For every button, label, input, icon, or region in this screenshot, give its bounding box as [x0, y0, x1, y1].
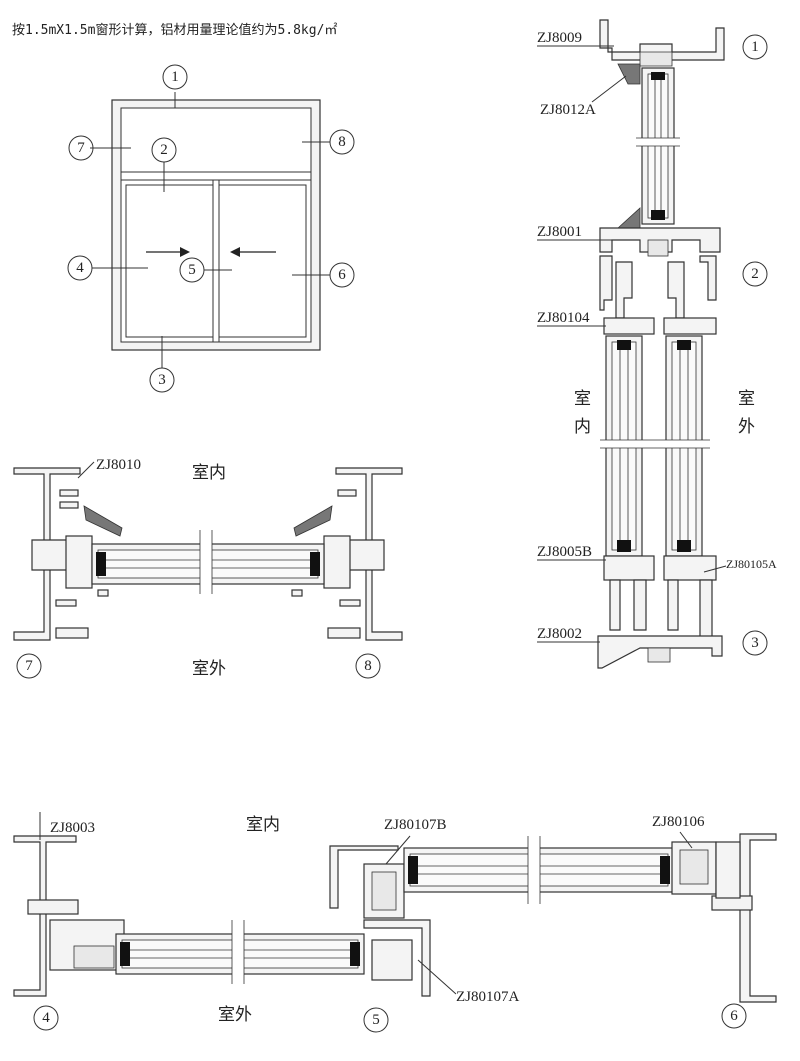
horizontal-section: ZJ8003 室内 室外 ZJ80107B ZJ80106 ZJ80107A 4…: [13, 812, 777, 1033]
seal-bottom: [651, 210, 665, 220]
callout-2: 2: [151, 137, 177, 163]
svg-text:1: 1: [751, 39, 759, 55]
label-zj80107a: ZJ80107A: [456, 989, 520, 1005]
side-inside-label: 室内: [192, 463, 226, 482]
meeting-stile-zj80107b: [329, 845, 399, 909]
label-zj8012a: ZJ8012A: [540, 102, 596, 118]
bottom-rail-zj8005b: [603, 555, 655, 581]
arrow-left-icon: [230, 247, 276, 257]
svg-text:5: 5: [188, 262, 196, 278]
svg-text:7: 7: [77, 140, 85, 156]
sill-zj8002: [597, 635, 723, 669]
jamb-zj8003: [13, 835, 77, 997]
inside-label-1: 室: [574, 389, 591, 408]
arrow-right-icon: [146, 247, 190, 257]
callout-3: 3: [149, 367, 175, 393]
side-outside-label: 室外: [192, 659, 226, 678]
bottom-rail-zj80105a: [663, 555, 717, 581]
vertical-section: ZJ8009 ZJ8012A ZJ8001 ZJ80104 ZJ8005B ZJ…: [537, 19, 777, 669]
callout-v1: 1: [742, 34, 768, 60]
label-zj80107b: ZJ80107B: [384, 817, 447, 833]
label-zj8005b: ZJ8005B: [537, 544, 592, 560]
h-outside-label: 室外: [218, 1005, 252, 1024]
seal-top: [651, 72, 665, 80]
meeting-stile-zj80107a: [363, 919, 431, 997]
callout-h5: 5: [363, 1007, 389, 1033]
sash-rail-zj80104: [603, 317, 655, 335]
callout-8: 8: [329, 129, 355, 155]
label-zj80104: ZJ80104: [537, 310, 590, 326]
svg-text:8: 8: [338, 134, 346, 150]
callout-4: 4: [67, 255, 93, 281]
svg-text:3: 3: [158, 372, 166, 388]
label-zj8001: ZJ8001: [537, 224, 582, 240]
callout-h6: 6: [721, 1003, 747, 1029]
callout-s8: 8: [355, 653, 381, 679]
inner-frame: [120, 107, 312, 343]
svg-text:3: 3: [751, 635, 759, 651]
svg-text:1: 1: [171, 69, 179, 85]
svg-text:4: 4: [76, 260, 84, 276]
svg-text:4: 4: [42, 1010, 50, 1026]
label-zj80106: ZJ80106: [652, 814, 705, 830]
h-inside-label: 室内: [246, 815, 280, 834]
side-section: ZJ8010 室内 室外 7 8: [13, 457, 403, 679]
right-bead: [293, 505, 333, 537]
svg-text:6: 6: [730, 1008, 738, 1024]
svg-text:7: 7: [25, 658, 33, 674]
callout-7: 7: [68, 135, 94, 161]
callout-1: 1: [162, 64, 188, 90]
svg-text:8: 8: [364, 658, 372, 674]
label-zj80105a: ZJ80105A: [726, 557, 777, 571]
inside-label-2: 内: [574, 417, 591, 436]
label-zj8002: ZJ8002: [537, 626, 582, 642]
svg-text:2: 2: [751, 266, 759, 282]
callout-6: 6: [329, 262, 355, 288]
label-zj8009: ZJ8009: [537, 30, 582, 46]
label-zj8003: ZJ8003: [50, 820, 95, 836]
callout-s7: 7: [16, 653, 42, 679]
svg-text:2: 2: [160, 142, 168, 158]
svg-text:5: 5: [372, 1012, 380, 1028]
header-note: 按1.5mX1.5m窗形计算，铝材用量理论值约为5.8kg/㎡: [12, 22, 337, 38]
outside-label-2: 外: [738, 417, 755, 436]
outside-label-1: 室: [738, 389, 755, 408]
window-elevation: 1 7 2 8 4 5 6 3: [67, 64, 355, 393]
bead-zj8012a: [617, 63, 641, 85]
callout-v3: 3: [742, 630, 768, 656]
left-bead-zj8010: [83, 505, 123, 537]
callout-h4: 4: [33, 1005, 59, 1031]
callout-5: 5: [179, 257, 205, 283]
callout-v2: 2: [742, 261, 768, 287]
label-zj8010: ZJ8010: [96, 457, 141, 473]
svg-text:6: 6: [338, 267, 346, 283]
